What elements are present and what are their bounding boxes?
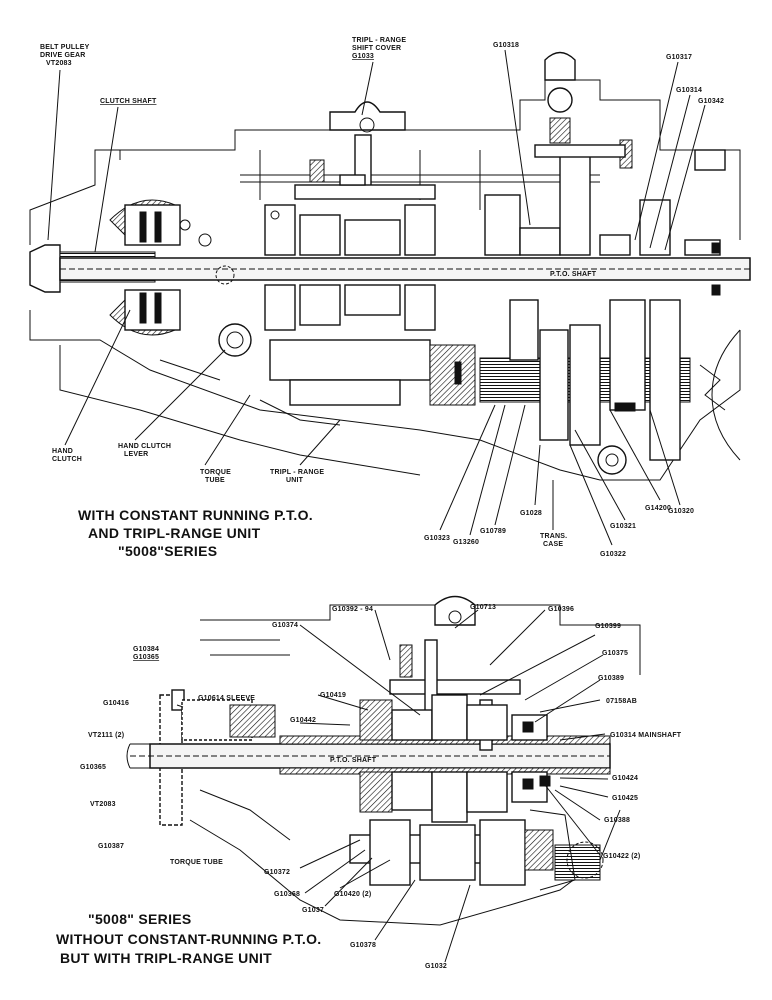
label-g14200: G14200 xyxy=(645,505,671,512)
bottom-leader-lines xyxy=(176,609,609,963)
label-tripl-unit-2: UNIT xyxy=(286,477,304,484)
top-caption: WITH CONSTANT RUNNING P.T.O. AND TRIPL-R… xyxy=(78,507,313,559)
label-g10422: G10422 (2) xyxy=(603,853,640,860)
top-labels: BELT PULLEY DRIVE GEAR VT2083 CLUTCH SHA… xyxy=(40,37,724,558)
label-g10442: G10442 xyxy=(290,717,316,724)
label-trans-case-1: TRANS. xyxy=(540,533,567,540)
label-g10392: G10392 - 94 xyxy=(332,606,373,613)
label-vt2083: VT2083 xyxy=(90,801,116,808)
label-g10320: G10320 xyxy=(668,508,694,515)
top-caption-line-2: AND TRIPL-RANGE UNIT xyxy=(88,525,261,541)
label-g10323: G10323 xyxy=(424,535,450,542)
label-clutch-shaft: CLUTCH SHAFT xyxy=(100,98,157,105)
label-vt2111: VT2111 (2) xyxy=(88,732,124,739)
label-o7158ab: 07158AB xyxy=(606,698,637,705)
label-g10396: G10396 xyxy=(548,606,574,613)
label-hand-clutch-2: CLUTCH xyxy=(52,456,82,463)
label-g10416: G10416 xyxy=(103,700,129,707)
label-tripl-cover-3: G1033 xyxy=(352,53,374,60)
label-g10321: G10321 xyxy=(610,523,636,530)
label-hand-clutch-1: HAND xyxy=(52,448,73,455)
label-g1037: G1037 xyxy=(302,907,324,914)
label-g10317: G10317 xyxy=(666,54,692,61)
label-g10318: G10318 xyxy=(493,42,519,49)
top-caption-line-1: WITH CONSTANT RUNNING P.T.O. xyxy=(78,507,313,523)
label-belt-pulley-3: VT2083 xyxy=(46,60,72,67)
label-g10713: G10713 xyxy=(470,604,496,611)
label-g10399: G10399 xyxy=(595,623,621,630)
bottom-caption-line-3: BUT WITH TRIPL-RANGE UNIT xyxy=(60,950,272,966)
bottom-caption: "5008" SERIES WITHOUT CONSTANT-RUNNING P… xyxy=(56,911,321,966)
bottom-caption-line-1: "5008" SERIES xyxy=(88,911,192,927)
label-g10374: G10374 xyxy=(272,622,298,629)
top-caption-line-3: "5008"SERIES xyxy=(118,543,217,559)
label-torque-tube-bottom: TORQUE TUBE xyxy=(170,859,223,866)
label-g10424: G10424 xyxy=(612,775,638,782)
label-hand-lever-2: LEVER xyxy=(124,451,148,458)
label-torque-tube-1: TORQUE xyxy=(200,469,231,476)
label-g10375: G10375 xyxy=(602,650,628,657)
label-g10365b: G10365 xyxy=(80,764,106,771)
label-g10614: G10614 SLEEVE xyxy=(198,695,255,702)
label-g10789: G10789 xyxy=(480,528,506,535)
label-tripl-cover-1: TRIPL - RANGE xyxy=(352,37,406,44)
label-g10322: G10322 xyxy=(600,551,626,558)
label-g10389: G10389 xyxy=(598,675,624,682)
label-tripl-unit-1: TRIPL - RANGE xyxy=(270,469,324,476)
label-hand-lever-1: HAND CLUTCH xyxy=(118,443,171,450)
label-g10420: G10420 (2) xyxy=(334,891,371,898)
label-tripl-cover-2: SHIFT COVER xyxy=(352,45,401,52)
label-g10372: G10372 xyxy=(264,869,290,876)
label-g1032: G1032 xyxy=(425,963,447,970)
top-leader-lines xyxy=(47,49,706,546)
label-g10314: G10314 xyxy=(676,87,702,94)
label-g10365a: G10365 xyxy=(133,654,159,661)
label-g10388: G10388 xyxy=(604,817,630,824)
label-torque-tube-2: TUBE xyxy=(205,477,225,484)
label-g10387: G10387 xyxy=(98,843,124,850)
label-g10314-mainshaft: G10314 MAINSHAFT xyxy=(610,732,682,739)
label-g1028: G1028 xyxy=(520,510,542,517)
top-assembly-drawing xyxy=(29,51,751,481)
label-pto-shaft-top: P.T.O. SHAFT xyxy=(550,271,597,278)
bottom-assembly-drawing xyxy=(126,595,641,926)
label-g13260: G13260 xyxy=(453,539,479,546)
label-g10342: G10342 xyxy=(698,98,724,105)
label-g10378: G10378 xyxy=(350,942,376,949)
label-belt-pulley-2: DRIVE GEAR xyxy=(40,52,86,59)
label-g10368: G10368 xyxy=(274,891,300,898)
label-g10425: G10425 xyxy=(612,795,638,802)
label-pto-shaft-bottom: P.T.O. SHAFT xyxy=(330,757,377,764)
bottom-labels: G10392 - 94 G10713 G10396 G10374 G10399 … xyxy=(80,604,682,970)
label-g10419: G10419 xyxy=(320,692,346,699)
label-g10384: G10384 xyxy=(133,646,159,653)
label-trans-case-2: CASE xyxy=(543,541,563,548)
bottom-caption-line-2: WITHOUT CONSTANT-RUNNING P.T.O. xyxy=(56,931,321,947)
label-belt-pulley-1: BELT PULLEY xyxy=(40,44,90,51)
